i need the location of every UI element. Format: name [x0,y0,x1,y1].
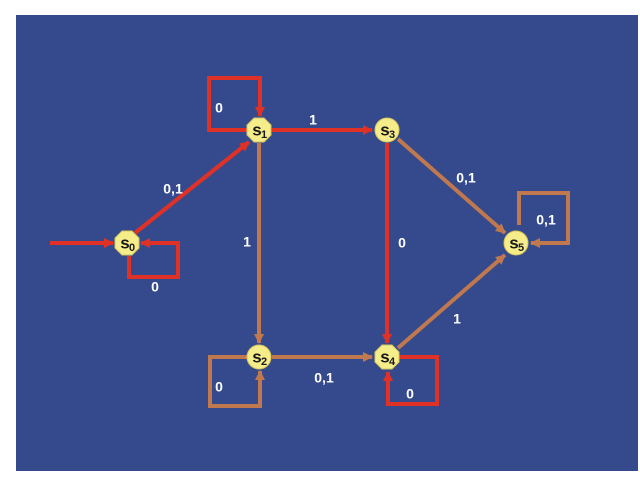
transition-label-s3-s4: 0 [398,235,406,251]
transition-s0-s0 [127,238,180,279]
transition-label-s1-s1: 0 [215,100,223,116]
transition-s2-s2 [208,355,265,408]
transition-label-s1-s2: 1 [243,234,251,250]
state-s1-shape [246,117,272,143]
state-s0-letter: s [120,233,129,252]
transition-label-s0-s0: 0 [151,279,159,295]
transition-s5-s5 [517,191,570,248]
state-s5-shape [503,230,529,256]
state-s1-subscript: 1 [261,129,267,141]
state-s0-shape [114,230,140,256]
state-s4-shape [374,344,400,370]
transition-label-s1-s3: 1 [309,112,317,128]
state-s4-subscript: 4 [389,356,396,368]
transition-s1-s1 [207,76,265,132]
transition-s4-s4 [383,355,439,406]
transition-label-s3-s5: 0,1 [456,170,476,186]
transition-s0-s1 [133,140,251,235]
transition-label-s4-s5: 1 [453,311,461,327]
state-s2-letter: s [252,347,261,366]
transition-label-s5-s5: 0,1 [536,212,556,228]
state-s3-subscript: 3 [389,129,395,141]
state-s2-subscript: 2 [261,356,267,368]
transition-s3-s5 [396,137,507,235]
state-s2-shape [246,344,272,370]
state-s1-letter: s [252,120,261,139]
state-s3-letter: s [380,120,389,139]
state-s5-letter: s [509,233,518,252]
transition-label-s4-s4: 0 [406,386,414,402]
state-s0-subscript: 0 [129,242,135,254]
state-s3-shape [374,117,400,143]
state-s4-letter: s [380,347,389,366]
transition-s4-s5 [396,253,507,350]
state-s5-subscript: 5 [518,242,524,254]
transition-label-s2-s4: 0,1 [314,370,334,386]
transition-label-s2-s2: 0 [215,379,223,395]
transition-label-s0-s1: 0,1 [163,181,183,197]
